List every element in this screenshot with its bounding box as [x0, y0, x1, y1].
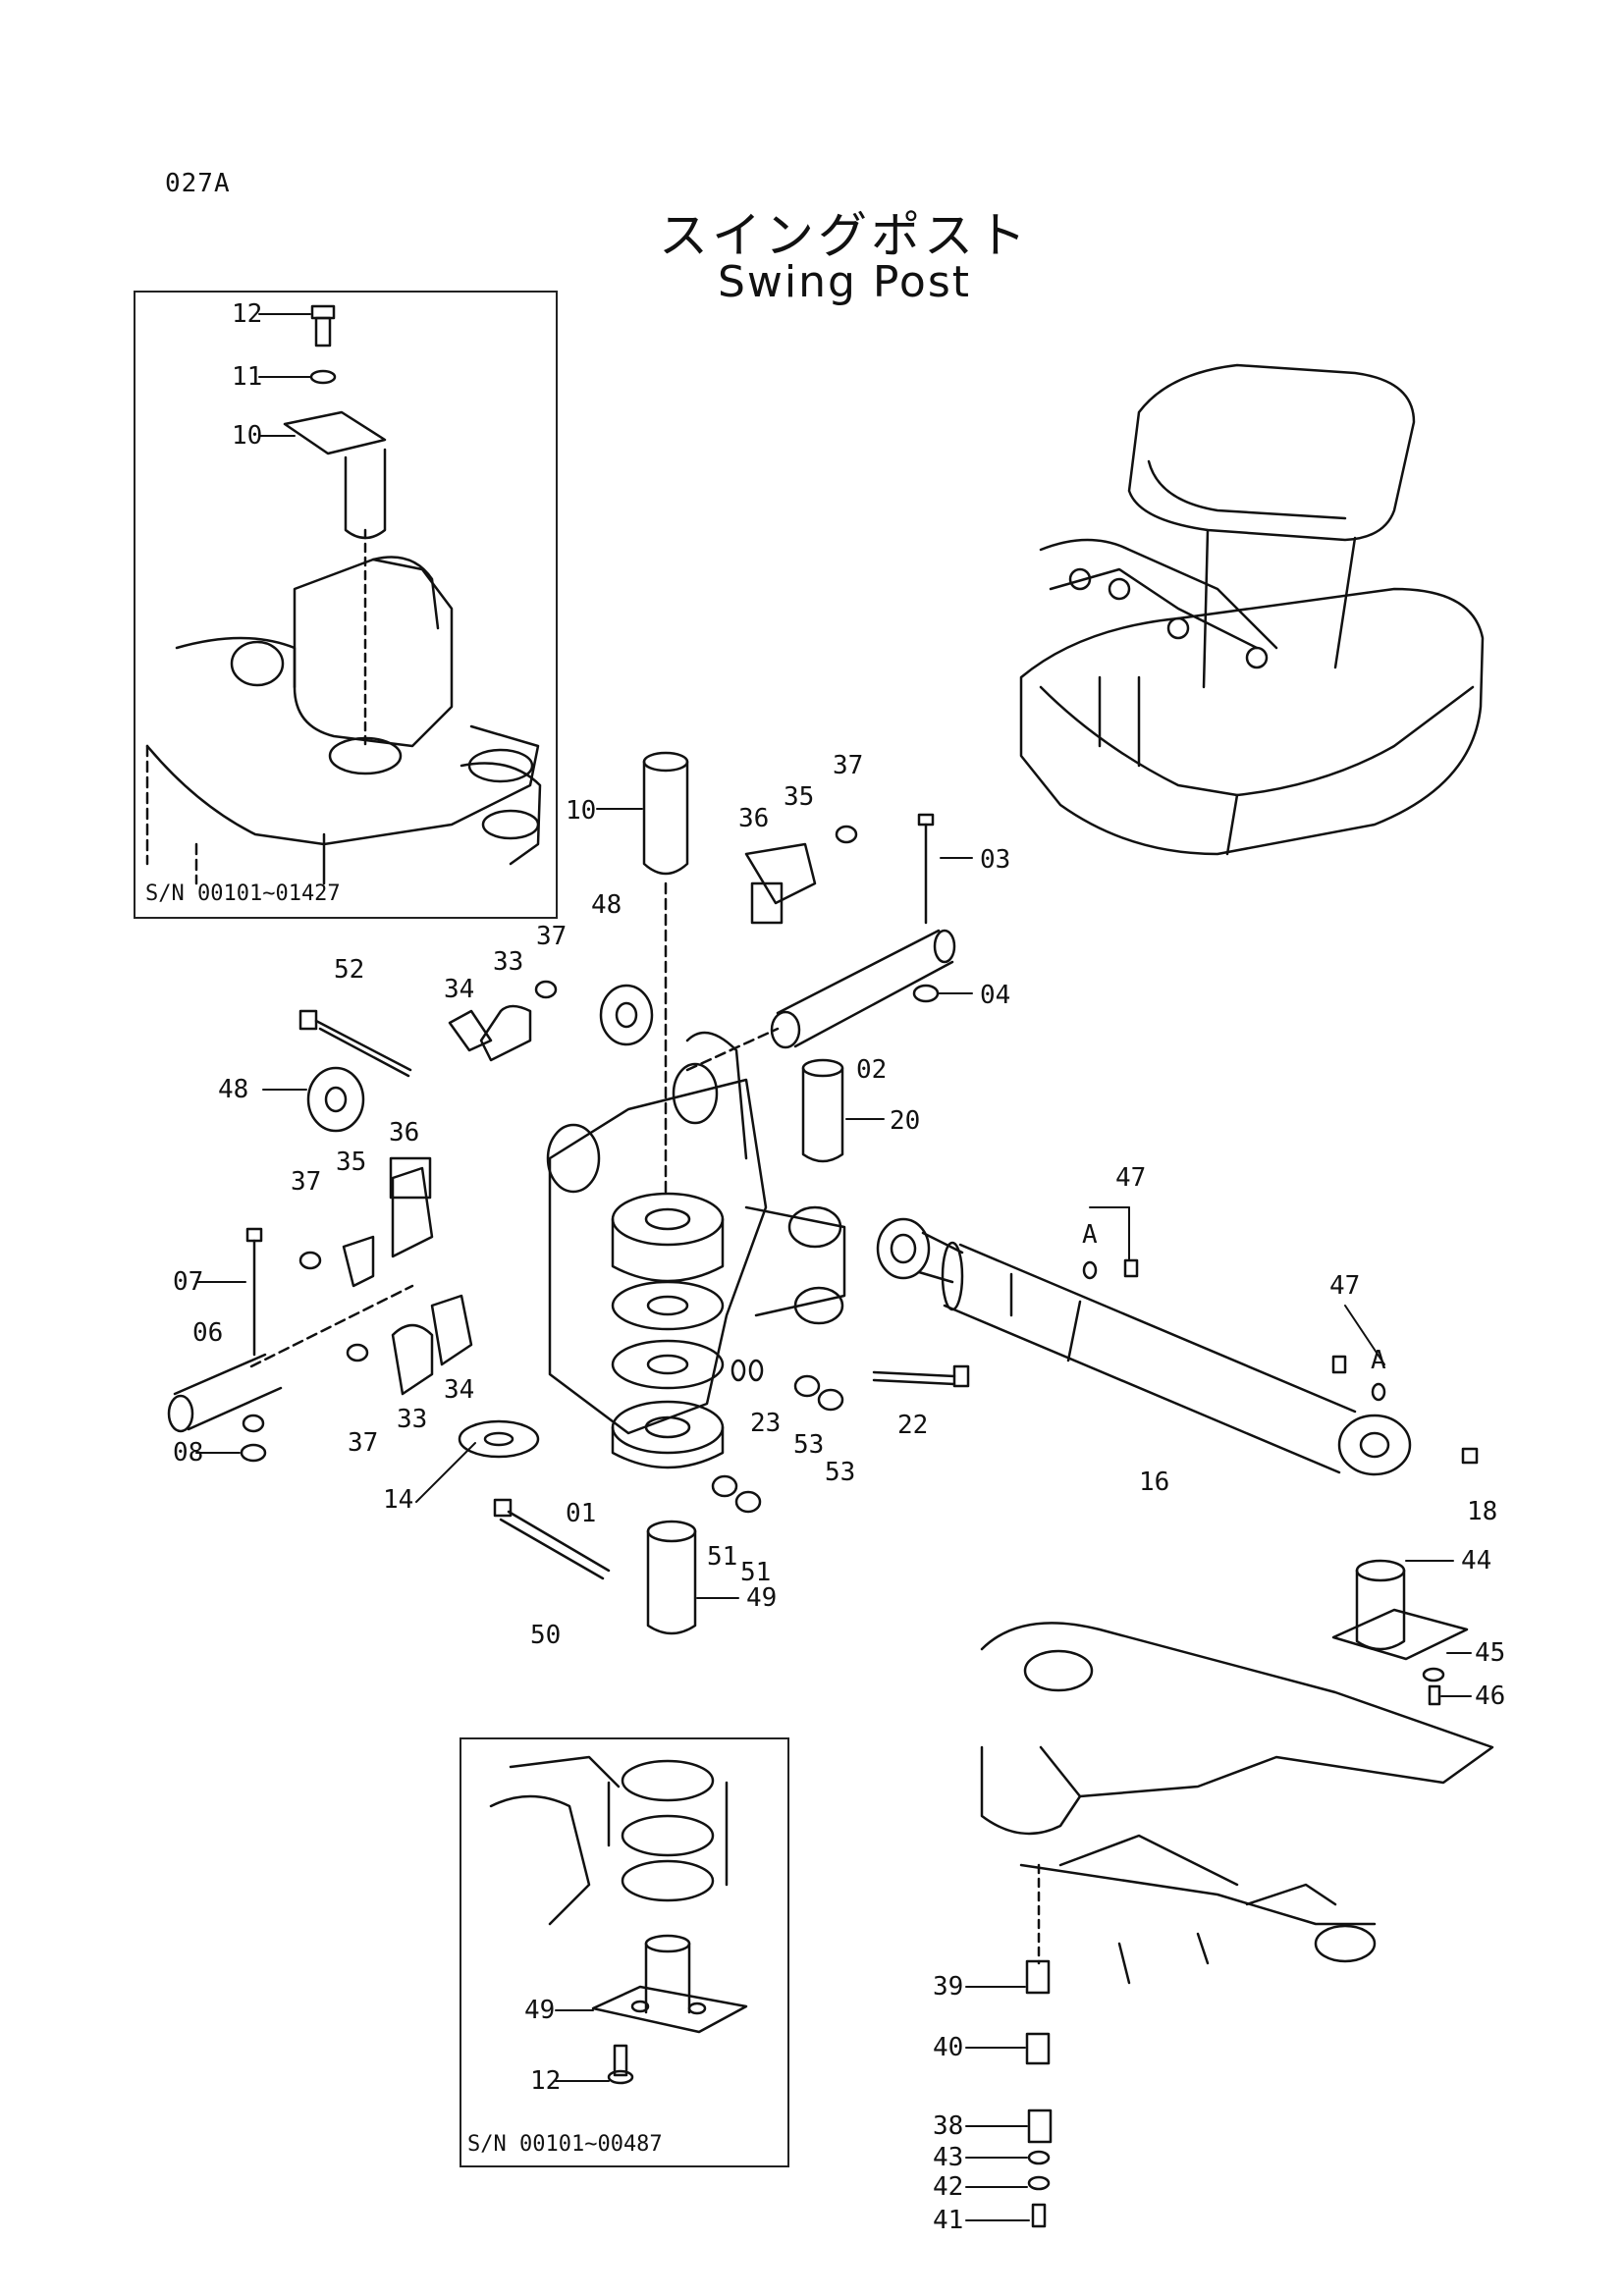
inset-top	[134, 291, 558, 919]
callout-42: 42	[933, 2172, 963, 2202]
frame-drawing	[980, 1559, 1494, 2228]
callout-40: 40	[933, 2033, 963, 2062]
callout-48: 48	[591, 890, 622, 920]
callout-39: 39	[933, 1972, 963, 2002]
callout-53: 53	[825, 1458, 855, 1487]
callout-47: 47	[1329, 1271, 1360, 1301]
inset-bottom	[460, 1737, 789, 2167]
inset-bottom-serial: S/N 00101~00487	[467, 2132, 663, 2157]
inset-bottom-drawing	[489, 1755, 748, 2085]
leader-lines	[195, 313, 1472, 2221]
callout-47: 47	[1115, 1163, 1146, 1193]
callout-34: 34	[444, 1375, 474, 1405]
callout-37: 37	[291, 1167, 321, 1197]
callout-20: 20	[890, 1106, 920, 1136]
callout-04: 04	[980, 981, 1010, 1010]
callout-11: 11	[232, 362, 262, 392]
swing-cylinder-drawing	[876, 1217, 1479, 1476]
diagram-title-en: Swing Post	[717, 257, 971, 307]
callout-45: 45	[1475, 1638, 1505, 1668]
callout-14: 14	[383, 1485, 413, 1515]
diagram-title-jp: スイングポスト	[659, 207, 1030, 264]
callout-07: 07	[173, 1267, 203, 1297]
callout-labels: 12 11 10 10 37 35 36 03 04 02 20 48 52 3…	[173, 299, 1505, 2235]
inset-top-bracket-drawing	[145, 304, 542, 885]
callout-02: 02	[856, 1055, 887, 1085]
callout-37: 37	[833, 751, 863, 780]
callout-36: 36	[738, 804, 769, 833]
callout-44: 44	[1461, 1546, 1491, 1575]
callout-51: 51	[740, 1558, 771, 1587]
callout-37: 37	[348, 1428, 378, 1458]
swing-post-drawing	[167, 751, 970, 1635]
callout-38: 38	[933, 2111, 963, 2141]
callout-33: 33	[493, 947, 523, 977]
callout-34: 34	[444, 975, 474, 1004]
callout-51: 51	[707, 1542, 737, 1572]
callout-46: 46	[1475, 1682, 1505, 1711]
callout-50: 50	[530, 1621, 561, 1650]
machine-overview-drawing	[1019, 363, 1485, 856]
callout-10: 10	[566, 796, 596, 826]
callout-36: 36	[389, 1118, 419, 1148]
callout-52: 52	[334, 955, 364, 985]
callout-22: 22	[897, 1411, 928, 1440]
diagram-code: 027A	[165, 169, 231, 198]
callout-08: 08	[173, 1438, 203, 1468]
callout-18: 18	[1467, 1497, 1497, 1526]
callout-01: 01	[566, 1499, 596, 1528]
callout-41: 41	[933, 2206, 963, 2235]
callout-35: 35	[336, 1148, 366, 1177]
callout-10: 10	[232, 421, 262, 451]
callout-37: 37	[536, 922, 567, 951]
callout-53: 53	[793, 1430, 824, 1460]
callout-43: 43	[933, 2143, 963, 2172]
callout-49: 49	[746, 1583, 777, 1613]
callout-23: 23	[750, 1409, 781, 1438]
port-label-a: A	[1371, 1346, 1386, 1375]
callout-06: 06	[192, 1318, 223, 1348]
port-label-a: A	[1082, 1220, 1098, 1250]
callout-49: 49	[524, 1996, 555, 2025]
callout-33: 33	[397, 1405, 427, 1434]
callout-12: 12	[232, 299, 262, 329]
inset-top-serial: S/N 00101~01427	[145, 881, 341, 906]
callout-48: 48	[218, 1075, 248, 1104]
callout-12: 12	[530, 2066, 561, 2096]
callout-35: 35	[784, 782, 814, 812]
callout-16: 16	[1139, 1468, 1169, 1497]
callout-03: 03	[980, 845, 1010, 875]
